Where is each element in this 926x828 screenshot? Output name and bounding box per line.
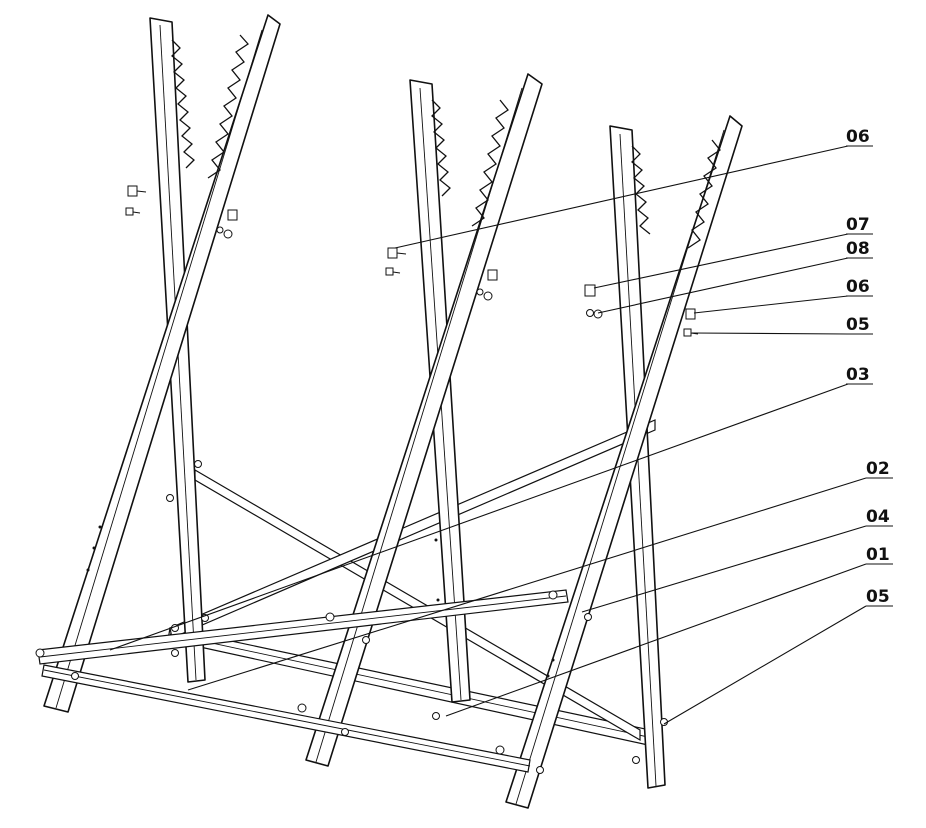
bolt-05 [683,328,692,337]
callout-04: 04 [866,507,893,527]
callout-03: 03 [846,365,873,385]
callout-label: 03 [846,365,870,385]
leg-set-right [505,115,743,809]
bolt-06 [685,308,696,320]
callout-label: 06 [846,277,870,297]
callout-07: 07 [846,215,873,235]
leg-set-middle [305,73,543,767]
teeth-middle-front [471,99,509,227]
bolt-group-middle [385,247,498,301]
callout-05-bottom: 05 [866,587,893,607]
top-diagonal-brace [37,589,569,665]
leg-set-left [43,14,281,713]
teeth-left-front [207,34,249,179]
callout-05-top: 05 [846,315,873,335]
callout-label: 07 [846,215,870,235]
front-bottom-rail [41,664,531,773]
hardware [35,185,699,774]
callout-label: 05 [846,315,870,335]
callout-01: 01 [866,545,893,565]
teeth-middle-rear [431,99,451,197]
callout-leaders [109,145,867,725]
callout-label: 01 [866,545,890,565]
callout-label: 08 [846,239,870,259]
callout-label: 05 [866,587,890,607]
bolt-group-left [125,185,238,239]
callout-02: 02 [866,459,893,479]
washer-08 [586,309,594,317]
callout-label: 06 [846,127,870,147]
callout-06-top: 06 [846,127,873,147]
nut-07 [584,284,596,297]
callout-06-mid: 06 [846,277,873,297]
teeth-right-front [687,139,721,249]
cross-braces [169,419,656,742]
callout-08: 08 [846,239,873,259]
callout-label: 02 [866,459,890,479]
teeth-left-rear [171,39,195,169]
callout-label: 04 [866,507,890,527]
teeth-right-rear [631,145,651,235]
